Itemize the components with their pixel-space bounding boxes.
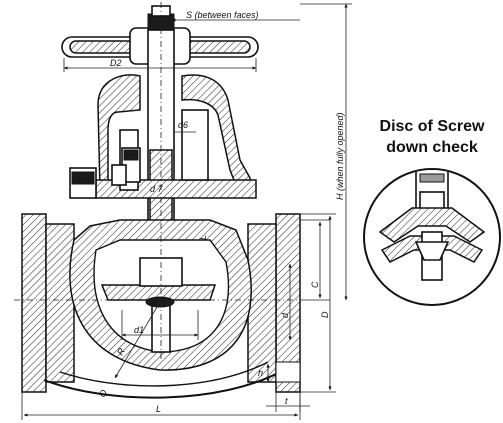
label-d2: D2 — [110, 58, 122, 68]
dimension-d7: d 7 — [150, 184, 164, 194]
label-d1: d1 — [134, 325, 144, 335]
label-l-total: L — [156, 404, 161, 414]
yoke-bonnet — [95, 74, 257, 199]
inset-title-line2: down check — [386, 139, 478, 156]
inset-disc-check: Disc of Screw down check — [363, 118, 501, 306]
label-d6: d6 — [178, 120, 188, 130]
dimension-r: R — [114, 301, 161, 379]
label-h: H (when fully opened) — [335, 112, 345, 200]
dimension-t: t — [266, 392, 310, 412]
gland-bolts — [69, 147, 141, 199]
dimension-d2: D2 — [63, 58, 257, 72]
dimension-c: C — [300, 219, 330, 301]
dimension-l-small: L — [198, 235, 208, 240]
label-d-small: d — [280, 312, 290, 318]
dimension-d-big: D — [300, 213, 336, 393]
dimension-d6: d6 — [174, 120, 196, 133]
dimension-h: H (when fully opened) — [300, 3, 352, 301]
dimension-l-total: L — [21, 392, 301, 420]
label-s: S (between faces) — [186, 10, 259, 20]
dimension-d1: d1 — [121, 310, 199, 340]
label-q: Q — [97, 388, 109, 399]
label-d7: d 7 — [150, 184, 164, 194]
label-t: t — [285, 396, 288, 406]
label-d-big: D — [320, 311, 330, 318]
inset-title-line1: Disc of Screw — [380, 118, 485, 135]
dimension-d-small: d — [280, 263, 292, 341]
dimension-q: Q — [97, 388, 109, 399]
label-r: R — [115, 346, 127, 357]
label-l-small: L — [198, 235, 208, 240]
label-h-small: h — [258, 368, 263, 378]
label-c: C — [310, 281, 320, 288]
dimension-s: S (between faces) — [171, 10, 300, 22]
dimension-h-small: h — [258, 361, 301, 383]
